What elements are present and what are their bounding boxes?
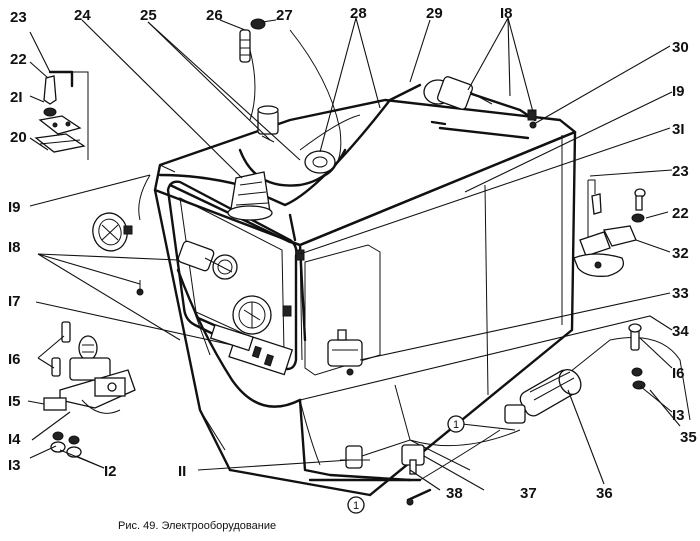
callout-26: 26 [206,7,223,24]
bolts-right [628,323,646,390]
callout-23-right: 23 [672,163,689,180]
callout-16-right: I6 [672,365,685,382]
instrument-gauge [232,295,272,335]
circled-marker-1a: 1 [453,419,459,431]
wiper-motor [504,369,582,424]
side-lamp-bracket [43,321,136,414]
lower-connectors [340,444,432,506]
rear-work-lamp [423,76,537,129]
callout-13-left: I3 [8,457,21,474]
figure-caption: Рис. 49. Электрооборудование [118,520,276,532]
callout-20: 20 [10,129,27,146]
callout-31: 3I [672,121,685,138]
wire-clips-right [282,249,305,317]
circled-markers: 1 1 [347,415,465,514]
callout-15: I5 [8,393,21,410]
callout-34: 34 [672,323,689,340]
callout-14: I4 [8,431,21,448]
callout-25: 25 [140,7,157,24]
callout-17: I7 [8,293,21,310]
callout-19-left: I9 [8,199,21,216]
callout-30: 30 [672,39,689,56]
callout-18-top: I8 [500,5,513,22]
callout-23-left: 23 [10,9,27,26]
callout-22-left: 22 [10,51,27,68]
callout-36: 36 [596,485,613,502]
callout-38: 38 [446,485,463,502]
callout-24: 24 [74,7,91,24]
cab-body [153,98,577,497]
callout-19-right: I9 [672,83,685,100]
callout-33: 33 [672,285,689,302]
callout-18-left: I8 [8,239,21,256]
callout-21: 2I [10,89,23,106]
switch-unit [327,329,363,376]
bolt-and-nut [239,18,266,63]
callout-11: II [178,463,186,480]
callout-13-right: I3 [672,407,685,424]
callout-labels: 23 22 2I 20 24 25 26 27 28 29 I8 30 I9 3… [8,5,697,502]
callout-27: 27 [276,7,293,24]
callout-16-left: I6 [8,351,21,368]
callout-28: 28 [350,5,367,22]
callout-29: 29 [426,5,443,22]
callout-37: 37 [520,485,537,502]
bracket-assembly-left [34,70,89,160]
washers-left [50,431,82,458]
beacon-lamp [227,171,273,221]
callout-32: 32 [672,245,689,262]
callout-22-right: 22 [672,205,689,222]
cab-lamp-left [92,212,133,252]
leader-lines [27,17,681,491]
grommet [304,150,336,174]
bracket-assembly-right [573,179,646,277]
circled-marker-1b: 1 [353,500,359,512]
signal-lamp-assembly [136,240,238,296]
callout-35: 35 [680,429,697,446]
callout-12: I2 [104,463,117,480]
